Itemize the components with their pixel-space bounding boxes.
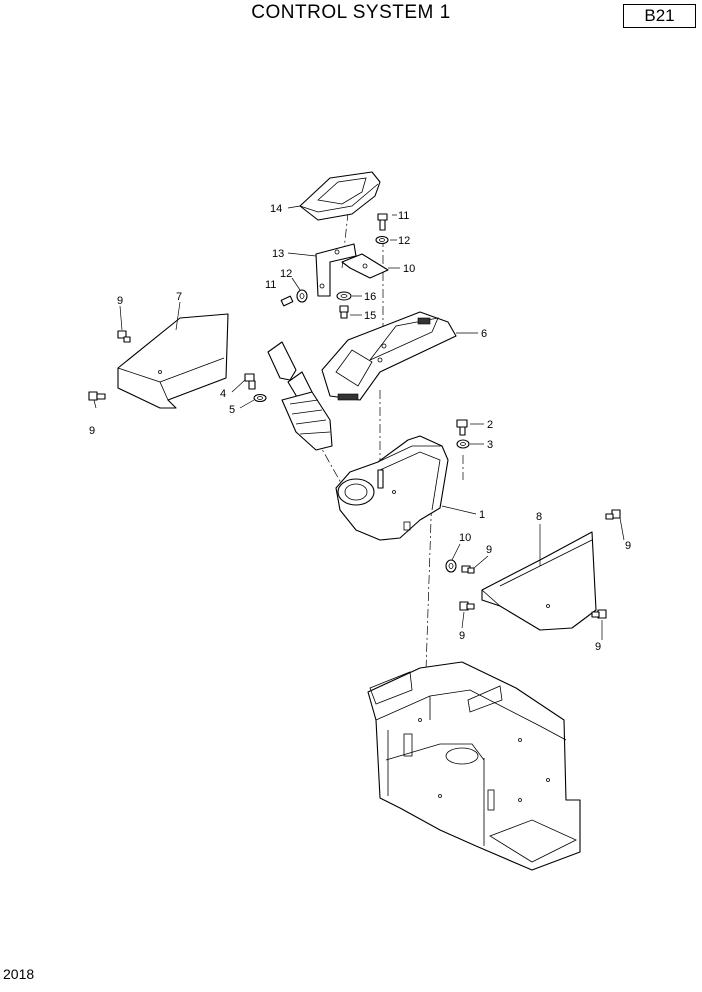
callout-9-console: 9 xyxy=(486,544,492,556)
page-title: CONTROL SYSTEM 1 xyxy=(251,2,451,23)
bolt-4-washer-5 xyxy=(244,373,267,403)
callout-9-right-mid: 9 xyxy=(459,630,465,642)
armrest-pad xyxy=(299,171,381,221)
washer-10-bolt-9 xyxy=(445,559,475,574)
callout-9-left-upper: 9 xyxy=(117,295,123,307)
callout-5: 5 xyxy=(229,404,235,416)
callout-9-right-lower: 9 xyxy=(595,641,601,653)
bolt-9-left-upper xyxy=(117,330,131,343)
joystick xyxy=(267,341,333,451)
bolt-9-left-lower xyxy=(88,391,106,401)
footer-year: 2018 xyxy=(3,966,35,982)
leader-lines xyxy=(93,205,625,640)
bolt-9-right-lower xyxy=(591,609,607,619)
callout-12-upper: 12 xyxy=(398,235,410,247)
bracket-10 xyxy=(341,253,389,279)
washer-16-bolt-15 xyxy=(336,291,352,319)
callout-14: 14 xyxy=(270,203,282,215)
page-code-box: B21 xyxy=(623,4,696,28)
mounting-frame xyxy=(367,661,581,871)
callout-11-upper: 11 xyxy=(398,210,409,222)
bolt-9-right-upper xyxy=(605,509,621,520)
right-cover xyxy=(481,531,597,631)
callout-11-left: 11 xyxy=(265,279,276,291)
callout-4: 4 xyxy=(220,388,226,400)
callout-2: 2 xyxy=(487,419,493,431)
console-top xyxy=(321,311,457,401)
bolt-2-washer-3 xyxy=(456,419,470,449)
callout-8: 8 xyxy=(536,511,542,523)
callout-1: 1 xyxy=(479,509,485,521)
bolt-9-right-mid xyxy=(459,601,475,611)
callout-15: 15 xyxy=(364,310,376,322)
callout-13: 13 xyxy=(272,248,284,260)
callout-10-upper: 10 xyxy=(403,263,415,275)
callout-10-lower: 10 xyxy=(459,532,471,544)
callout-7: 7 xyxy=(176,291,182,303)
callout-9-right-upper: 9 xyxy=(625,540,631,552)
bracket-13 xyxy=(315,243,357,297)
left-cover xyxy=(117,313,229,409)
callout-3: 3 xyxy=(487,439,493,451)
bolt-11-upper xyxy=(375,213,389,245)
bolt-11-left xyxy=(280,289,308,307)
console-body xyxy=(335,435,449,541)
callout-16: 16 xyxy=(364,291,376,303)
callout-12-left: 12 xyxy=(280,268,292,280)
callouts: 14 11 12 13 10 12 11 16 15 6 7 9 9 4 5 2… xyxy=(89,203,631,653)
callout-6: 6 xyxy=(481,328,487,340)
callout-9-left-lower: 9 xyxy=(89,425,95,437)
